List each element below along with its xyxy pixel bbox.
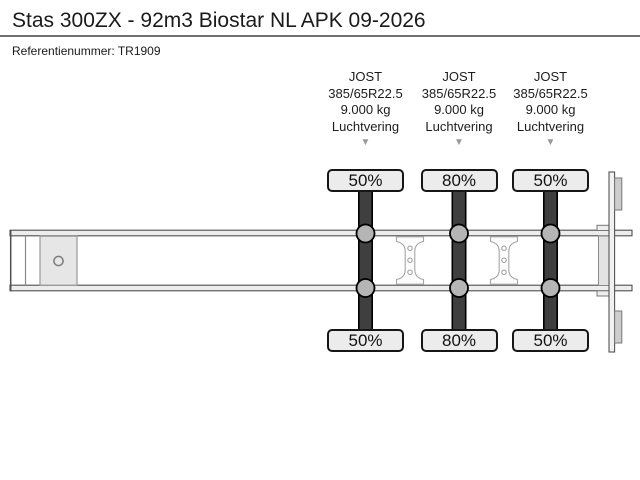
chevron-down-icon: ▼ (454, 137, 464, 148)
axle-suspension: Luchtvering (425, 118, 493, 134)
axle-tyre-size: 385/65R22.5 (328, 85, 403, 101)
crossmember-plate (395, 236, 425, 285)
axle-2-spec-column: JOST 385/65R22.5 9.000 kg Luchtvering ▼ (394, 69, 524, 148)
suspension-mount (355, 278, 376, 298)
axle-load: 9.000 kg (525, 102, 576, 117)
axle-3-spec-column: JOST 385/65R22.5 9.000 kg Luchtvering ▼ (486, 69, 616, 148)
axle-2-tire-bar (451, 187, 467, 335)
tread-badge-bottom-axle-1: 50% (327, 329, 404, 352)
axle-1-spec-column: JOST 385/65R22.5 9.000 kg Luchtvering ▼ (301, 69, 431, 148)
rear-bumper-bar (608, 171, 616, 353)
chassis-rail-bottom (9, 284, 633, 292)
suspension-mount (355, 223, 376, 244)
axle-suspension: Luchtvering (516, 118, 585, 134)
rear-bracket-top (596, 224, 610, 232)
header-divider (0, 35, 640, 37)
reference-number: Referentienummer: TR1909 (12, 44, 161, 58)
page-title: Stas 300ZX - 92m3 Biostar NL APK 09-2026 (12, 9, 426, 32)
rear-bracket-bottom (596, 290, 610, 297)
tread-badge-bottom-axle-3: 50% (512, 329, 589, 352)
suspension-mount (540, 278, 561, 298)
axle-brand: JOST (533, 69, 568, 84)
axle-3-tire-bar (542, 187, 558, 335)
chevron-down-icon: ▼ (545, 137, 556, 148)
tread-badge-top-axle-2: 80% (420, 169, 498, 192)
tail-light-bottom (614, 310, 623, 344)
axle-load: 9.000 kg (434, 102, 484, 117)
axle-1-tire-bar (357, 187, 373, 335)
trailer-diagram (0, 160, 640, 360)
suspension-mount (449, 278, 469, 298)
axle-suspension: Luchtvering (331, 118, 400, 134)
tread-badge-bottom-axle-2: 80% (420, 329, 498, 352)
tail-light-top (614, 177, 623, 211)
chassis-rail-top (9, 229, 633, 237)
suspension-mount (540, 223, 561, 244)
suspension-mount (449, 223, 469, 244)
axle-tyre-size: 385/65R22.5 (513, 85, 588, 101)
axle-brand: JOST (348, 69, 383, 84)
axle-brand: JOST (442, 69, 476, 84)
axle-tyre-size: 385/65R22.5 (421, 85, 497, 101)
axle-load: 9.000 kg (340, 102, 391, 117)
crossmember-plate (489, 236, 519, 285)
kingpin (53, 255, 64, 267)
tread-badge-top-axle-1: 50% (327, 169, 404, 192)
tread-badge-top-axle-3: 50% (512, 169, 589, 192)
chevron-down-icon: ▼ (360, 137, 371, 148)
